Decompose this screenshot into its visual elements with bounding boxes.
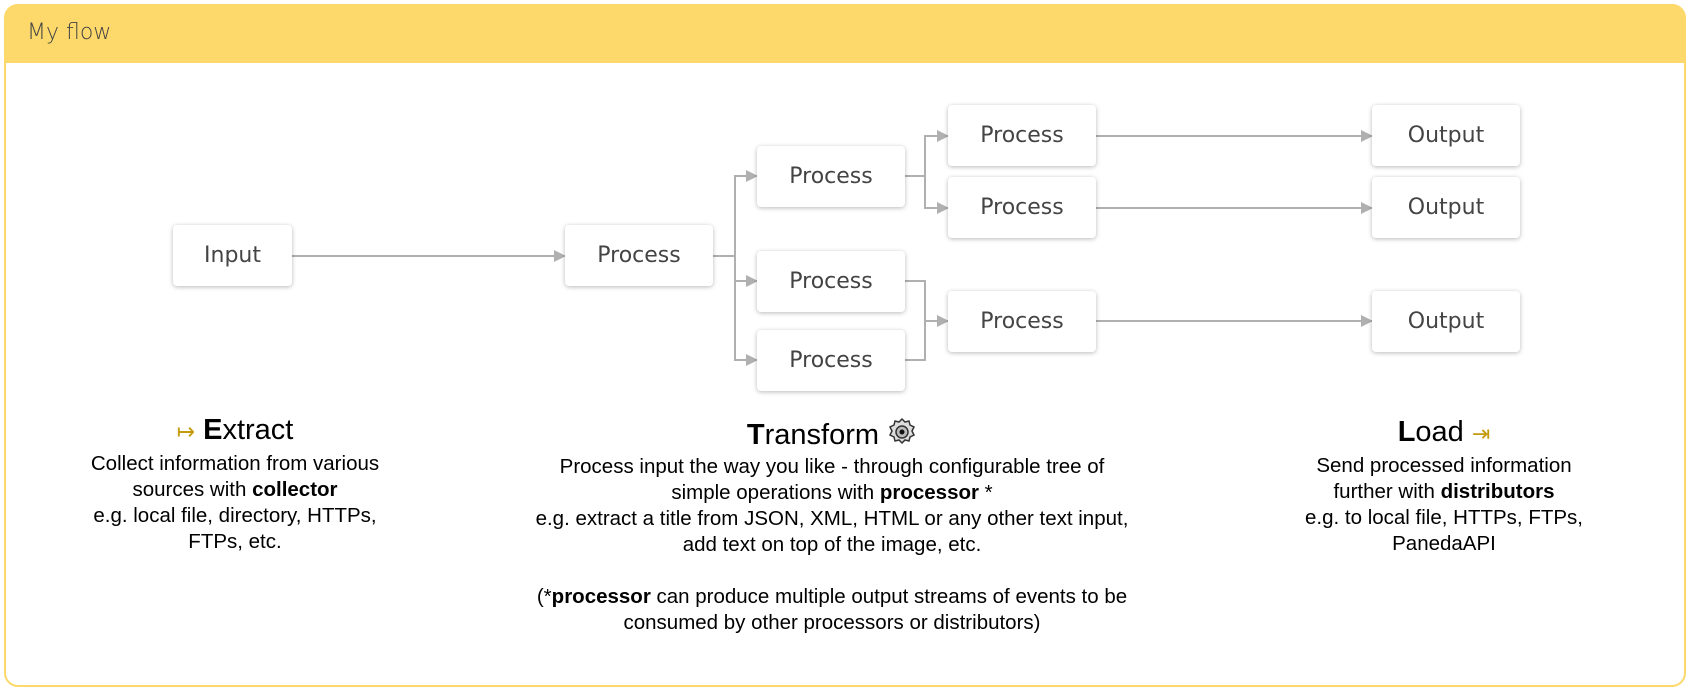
load-section: Load ⇥ Send processed information furthe… bbox=[1244, 415, 1644, 557]
load-desc-2: further with distributors bbox=[1244, 479, 1644, 505]
extract-desc-1: Collect information from various bbox=[90, 452, 380, 475]
node-output-c[interactable]: Output bbox=[1372, 291, 1520, 352]
bold-term: processor bbox=[879, 481, 979, 504]
node-process-3a[interactable]: Process bbox=[948, 105, 1096, 166]
flow-title: My flow bbox=[27, 20, 112, 45]
load-desc-3: e.g. to local file, HTTPs, FTPs, bbox=[1305, 506, 1583, 529]
arrow-to-bar-icon: ⇥ bbox=[1471, 421, 1491, 446]
bold-term: distributors bbox=[1440, 480, 1555, 503]
heading-rest: oad bbox=[1415, 416, 1464, 448]
connector-arrow bbox=[734, 256, 758, 366]
node-label: Process bbox=[789, 164, 873, 189]
node-label: Process bbox=[980, 195, 1064, 220]
transform-desc-1: Process input the way you like - through… bbox=[559, 455, 1105, 478]
heading-initial: T bbox=[746, 419, 765, 451]
node-output-a[interactable]: Output bbox=[1372, 105, 1520, 166]
extract-desc-4: FTPs, etc. bbox=[188, 530, 282, 553]
bold-term: collector bbox=[252, 478, 338, 501]
heading-initial: E bbox=[203, 414, 223, 446]
extract-desc-3: e.g. local file, directory, HTTPs, bbox=[93, 504, 377, 527]
gear-icon bbox=[889, 417, 916, 445]
node-label: Process bbox=[789, 269, 873, 294]
text: further with bbox=[1333, 480, 1441, 503]
connector-arrow bbox=[734, 256, 758, 287]
load-heading: Load ⇥ bbox=[1244, 415, 1644, 451]
node-label: Input bbox=[204, 243, 261, 268]
node-label: Process bbox=[597, 243, 681, 268]
node-label: Output bbox=[1407, 309, 1485, 334]
flow-header: My flow bbox=[4, 4, 1686, 63]
extract-desc-2: sources with collector bbox=[35, 477, 435, 503]
text: * bbox=[978, 481, 993, 504]
node-process-2b[interactable]: Process bbox=[757, 251, 905, 312]
text: (* bbox=[536, 585, 552, 608]
node-label: Output bbox=[1407, 123, 1485, 148]
node-process-2a[interactable]: Process bbox=[757, 146, 905, 207]
connector-arrow bbox=[905, 130, 949, 177]
transform-note-1: (*processor can produce multiple output … bbox=[462, 584, 1202, 610]
transform-desc-2: simple operations with processor * bbox=[462, 480, 1202, 506]
arrow-from-bar-icon: ↦ bbox=[176, 419, 196, 444]
transform-desc-4: add text on top of the image, etc. bbox=[682, 533, 982, 556]
node-process-1[interactable]: Process bbox=[565, 225, 713, 286]
load-desc-4: PanedaAPI bbox=[1392, 532, 1496, 555]
node-process-3c[interactable]: Process bbox=[948, 291, 1096, 352]
node-label: Process bbox=[789, 348, 873, 373]
node-label: Output bbox=[1407, 195, 1485, 220]
node-label: Process bbox=[980, 123, 1064, 148]
connector-arrow bbox=[905, 321, 926, 361]
transform-heading: Transform bbox=[462, 417, 1202, 452]
extract-section: ↦ Extract Collect information from vario… bbox=[35, 413, 435, 555]
load-desc-1: Send processed information bbox=[1316, 454, 1572, 477]
node-label: Process bbox=[980, 309, 1064, 334]
transform-note-2: consumed by other processors or distribu… bbox=[623, 611, 1041, 634]
node-process-2c[interactable]: Process bbox=[757, 330, 905, 391]
transform-section: Transform Process input the way you like… bbox=[462, 417, 1202, 636]
heading-rest: ransform bbox=[764, 419, 880, 451]
node-process-3b[interactable]: Process bbox=[948, 177, 1096, 238]
extract-heading: ↦ Extract bbox=[35, 413, 435, 449]
node-output-b[interactable]: Output bbox=[1372, 177, 1520, 238]
text: sources with bbox=[132, 478, 253, 501]
connector-arrow bbox=[924, 176, 949, 214]
transform-desc-3: e.g. extract a title from JSON, XML, HTM… bbox=[535, 507, 1129, 530]
text: can produce multiple output streams of e… bbox=[650, 585, 1128, 608]
text: simple operations with bbox=[671, 481, 880, 504]
heading-rest: xtract bbox=[222, 414, 294, 446]
bold-term: processor bbox=[551, 585, 651, 608]
connector-arrow bbox=[905, 280, 949, 327]
heading-initial: L bbox=[1397, 416, 1416, 448]
connector-arrow bbox=[713, 170, 758, 257]
node-input[interactable]: Input bbox=[173, 225, 292, 286]
